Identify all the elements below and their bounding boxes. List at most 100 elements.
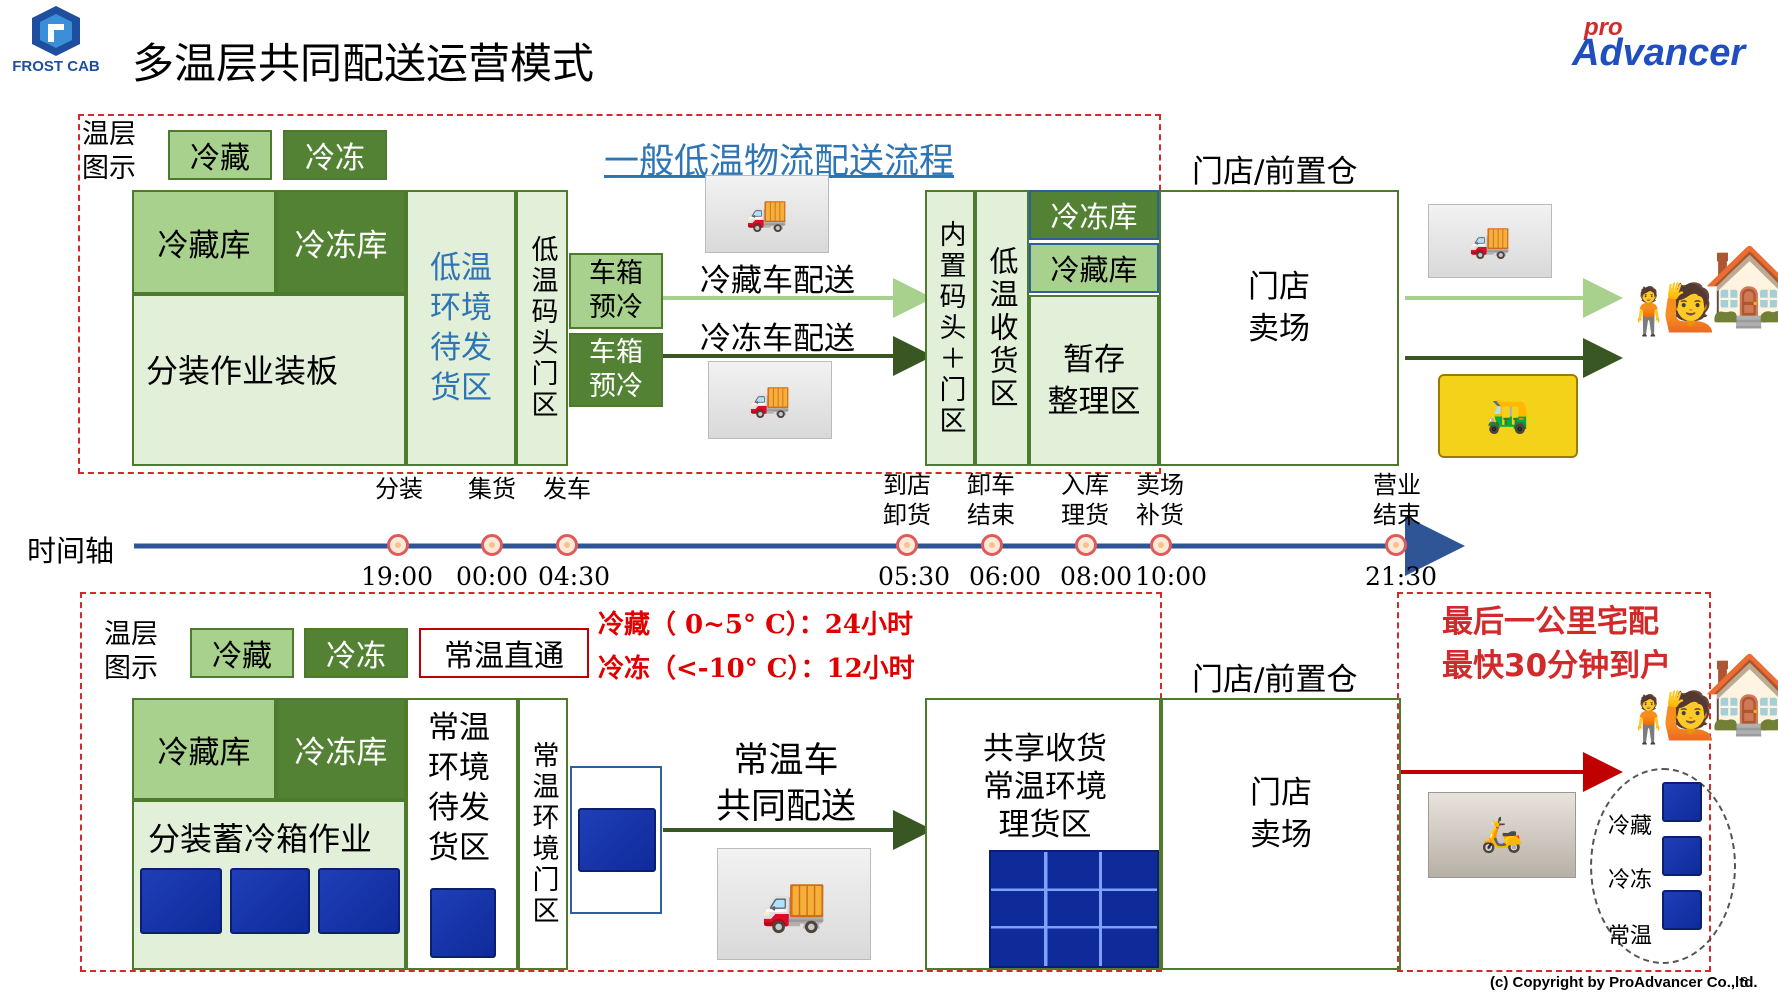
top-store-header: 门店/前置仓 <box>1192 154 1358 190</box>
customer-icon-2: 🙋 <box>1662 688 1720 742</box>
bottom-legend-label: 温层 图示 <box>104 619 158 684</box>
bottom-store-header: 门店/前置仓 <box>1192 662 1358 698</box>
top-sort-board: 分装作业装板 <box>132 294 406 466</box>
bottom-legend-frozen: 冷冻 <box>304 628 408 678</box>
timeline-node <box>1075 534 1097 556</box>
store-chill-store: 冷藏库 <box>1029 243 1159 293</box>
cold-box-image <box>318 868 400 934</box>
page-title: 多温层共同配送运营模式 <box>132 39 595 88</box>
cold-box-image <box>230 868 310 934</box>
freeze-truck-image: 🚚 <box>708 361 832 439</box>
cold-box-image <box>430 888 496 958</box>
timeline-event-time: 10:00 <box>1135 562 1208 591</box>
last-mile-frame <box>1397 592 1711 972</box>
copyright-text: (c) Copyright by ProAdvancer Co.,ltd. <box>1490 974 1758 991</box>
top-dock-door-label: 低温码头门区 <box>526 235 558 421</box>
timeline-event-time: 08:00 <box>1060 562 1133 591</box>
timeline-node <box>1150 534 1172 556</box>
circle-ambient-label: 常温 <box>1608 924 1653 949</box>
timeline-event-name: 卖场 补货 <box>1136 471 1184 529</box>
timeline-node <box>387 534 409 556</box>
circle-freeze-label: 冷冻 <box>1608 868 1653 893</box>
top-store-floor: 门店 卖场 <box>1159 190 1399 466</box>
top-precool-2: 车箱 预冷 <box>569 333 663 407</box>
ambient-wait-label: 常温 环境 待发 货区 <box>428 710 490 866</box>
cold-box-image <box>1662 836 1702 876</box>
low-temp-receive: 低温收货区 <box>975 190 1029 466</box>
store-truck-image: 🚚 <box>1428 204 1552 278</box>
timeline-node <box>1385 534 1407 556</box>
bottom-legend-ambient: 常温直通 <box>419 628 589 678</box>
inner-dock: 内置码头＋门区 <box>925 190 975 466</box>
timeline-event-time: 19:00 <box>361 562 434 591</box>
circle-chill-label: 冷藏 <box>1608 814 1653 839</box>
timeline-event-time: 05:30 <box>878 562 951 591</box>
timeline-event-name: 集货 <box>468 475 516 503</box>
note-frozen: 冷冻（<-10° C）：12小时 <box>598 654 915 684</box>
note-chilled: 冷藏（ 0~5° C）：24小时 <box>598 610 913 640</box>
top-legend-chilled: 冷藏 <box>168 130 272 180</box>
inner-dock-label: 内置码头＋门区 <box>934 219 966 437</box>
timeline-node <box>896 534 918 556</box>
truck-icon-2: 🚚 <box>748 380 792 420</box>
top-low-temp-wait: 低温 环境 待发 货区 <box>406 190 516 466</box>
timeline-event-name: 入库 理货 <box>1061 471 1109 529</box>
bottom-sort-box-label: 分装蓄冷箱作业 <box>148 820 373 858</box>
top-customer: 🧍 🙋 🏠 <box>1620 248 1778 358</box>
top-legend-frozen: 冷冻 <box>283 130 387 180</box>
temperature-circle: 冷藏 冷冻 常温 <box>1590 768 1736 964</box>
top-dock-door: 低温码头门区 <box>516 190 568 466</box>
stacked-boxes-image <box>989 850 1159 968</box>
top-chill-store: 冷藏库 <box>132 190 276 294</box>
timeline-label: 时间轴 <box>27 534 115 568</box>
store-freeze-store: 冷冻库 <box>1029 190 1159 240</box>
bottom-chill-store: 冷藏库 <box>132 698 276 800</box>
timeline-event-time: 00:00 <box>456 562 529 591</box>
top-sort-board-label: 分装作业装板 <box>146 352 339 390</box>
tricycle-icon: 🛺 <box>1486 396 1530 436</box>
proadvancer-logo-pre: pro <box>1584 14 1623 41</box>
cold-box-image <box>1662 890 1702 930</box>
chill-truck-image: 🚚 <box>705 175 829 253</box>
top-precool-1: 车箱 预冷 <box>569 253 663 329</box>
ambient-wait: 常温 环境 待发 货区 <box>406 698 518 970</box>
timeline-event-name: 到店 卸货 <box>883 471 931 529</box>
shared-receive-area: 共享收货 常温环境 理货区 <box>925 698 1161 970</box>
low-temp-receive-label: 低温收货区 <box>985 245 1019 411</box>
tricycle-image: 🛺 <box>1438 374 1578 458</box>
freeze-delivery-label: 冷冻车配送 <box>700 321 855 357</box>
ambient-door: 常温环境门区 <box>518 698 568 970</box>
frost-cab-logo: FROST CAB <box>10 4 102 78</box>
timeline-event-name: 卸车 结束 <box>967 471 1015 529</box>
chill-delivery-label: 冷藏车配送 <box>700 263 855 299</box>
timeline-node <box>981 534 1003 556</box>
page-number: 6 <box>1740 974 1749 991</box>
ambient-dock-box <box>570 766 662 914</box>
frost-cab-logo-icon <box>32 6 80 56</box>
timeline-event-name: 营业 结束 <box>1373 471 1421 529</box>
courier-icon-2: 🧍 <box>1620 692 1678 746</box>
bottom-freeze-store: 冷冻库 <box>276 698 406 800</box>
courier-icon: 🧍 <box>1620 284 1678 338</box>
bottom-sort-box: 分装蓄冷箱作业 <box>132 800 406 970</box>
timeline-event-name: 发车 <box>543 475 591 503</box>
timeline-event-name: 分装 <box>375 475 423 503</box>
last-mile-title: 最后一公里宅配 最快30分钟到户 <box>1442 604 1672 684</box>
bottom-legend-chilled: 冷藏 <box>190 628 294 678</box>
house-icon-2: 🏠 <box>1702 649 1778 738</box>
timeline-event-time: 04:30 <box>538 562 611 591</box>
temp-sort-area: 暂存 整理区 <box>1029 295 1159 466</box>
timeline-node <box>481 534 503 556</box>
frost-cab-logo-text: FROST CAB <box>12 58 100 75</box>
customer-icon: 🙋 <box>1662 280 1720 334</box>
truck-icon-4: 🚚 <box>760 872 828 935</box>
truck-icon: 🚚 <box>745 194 789 234</box>
bottom-customer: 🧍 🙋 🏠 <box>1620 656 1778 766</box>
cold-box-image <box>1662 782 1702 822</box>
timeline-event-time: 06:00 <box>969 562 1042 591</box>
proadvancer-logo-text: Advancer <box>1572 32 1746 74</box>
timeline-node <box>556 534 578 556</box>
truck-icon-3: 🚚 <box>1468 221 1512 261</box>
cold-box-image <box>578 808 656 872</box>
